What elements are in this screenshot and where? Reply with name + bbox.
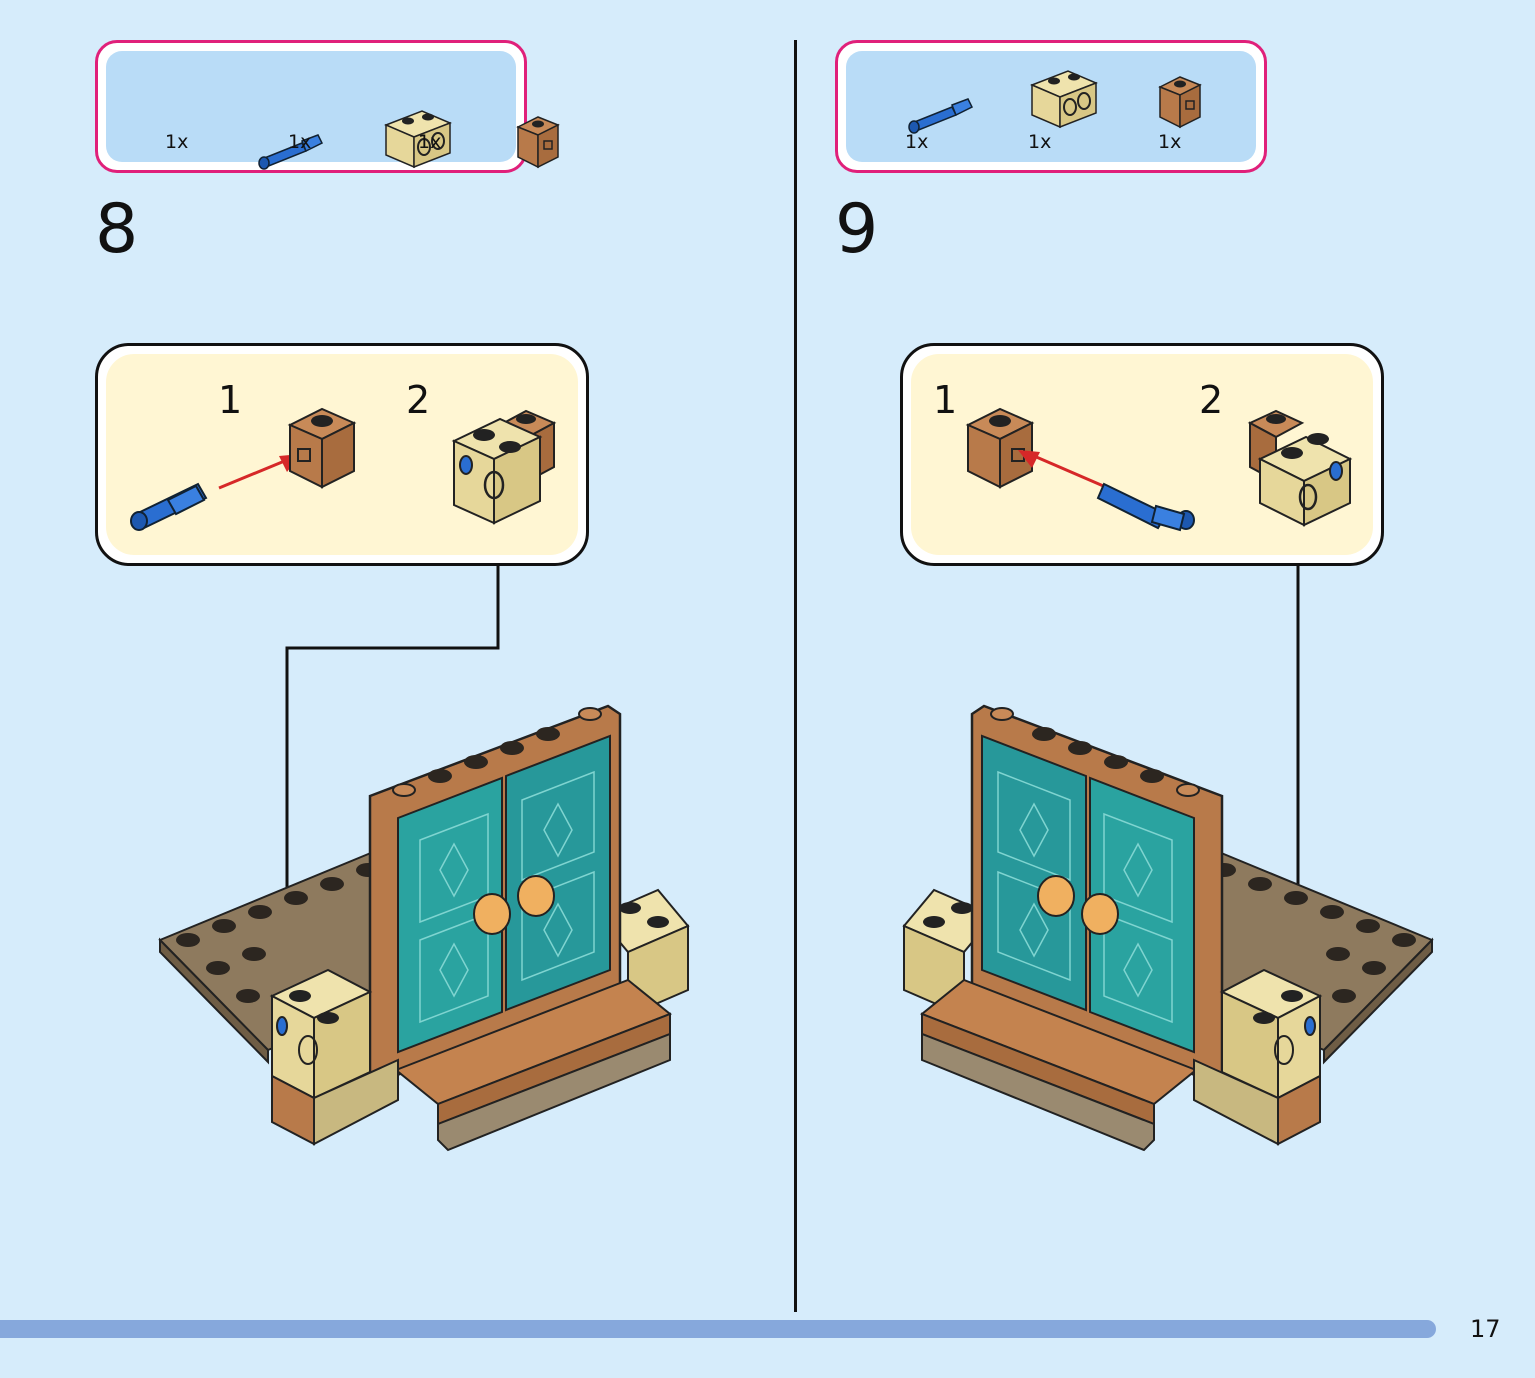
part-qty: 1x (905, 131, 929, 153)
step-number: 9 (835, 190, 879, 269)
parts-callout-step8: 1x 1x 1x (95, 40, 560, 173)
footer-bar (0, 1320, 1436, 1338)
insert-arrow (1018, 450, 1109, 490)
blue-pin-icon (1096, 482, 1195, 532)
assembled-brick-icon (451, 409, 557, 525)
door-model-step8 (158, 704, 690, 1152)
door-model-step9 (902, 704, 1434, 1152)
blue-pin-icon (258, 134, 324, 170)
sub-step-number: 2 (1199, 378, 1224, 422)
brown-pin-hole-brick-icon (287, 407, 357, 489)
part-qty: 1x (288, 131, 312, 153)
tan-technic-brick-icon (1030, 70, 1098, 129)
brown-pin-hole-brick-icon (965, 407, 1035, 489)
part-qty: 1x (418, 131, 442, 153)
sub-step-number: 1 (218, 378, 243, 422)
brown-pin-hole-brick-icon (516, 116, 560, 169)
page-number: 17 (1470, 1315, 1501, 1343)
tan-technic-brick-icon (384, 110, 452, 169)
brown-pin-hole-brick-icon (1158, 76, 1202, 129)
parts-callout-step9: 1x 1x 1x (835, 40, 1267, 173)
blue-pin-icon (130, 482, 208, 531)
assembled-brick-icon (1247, 409, 1353, 527)
part-qty: 1x (1158, 131, 1182, 153)
sub-step-number: 1 (933, 378, 958, 422)
part-qty: 1x (1028, 131, 1052, 153)
sub-step-number: 2 (406, 378, 431, 422)
step-number: 8 (95, 190, 139, 269)
column-divider (794, 40, 797, 1312)
part-qty: 1x (165, 131, 189, 153)
blue-pin-icon (908, 98, 974, 134)
